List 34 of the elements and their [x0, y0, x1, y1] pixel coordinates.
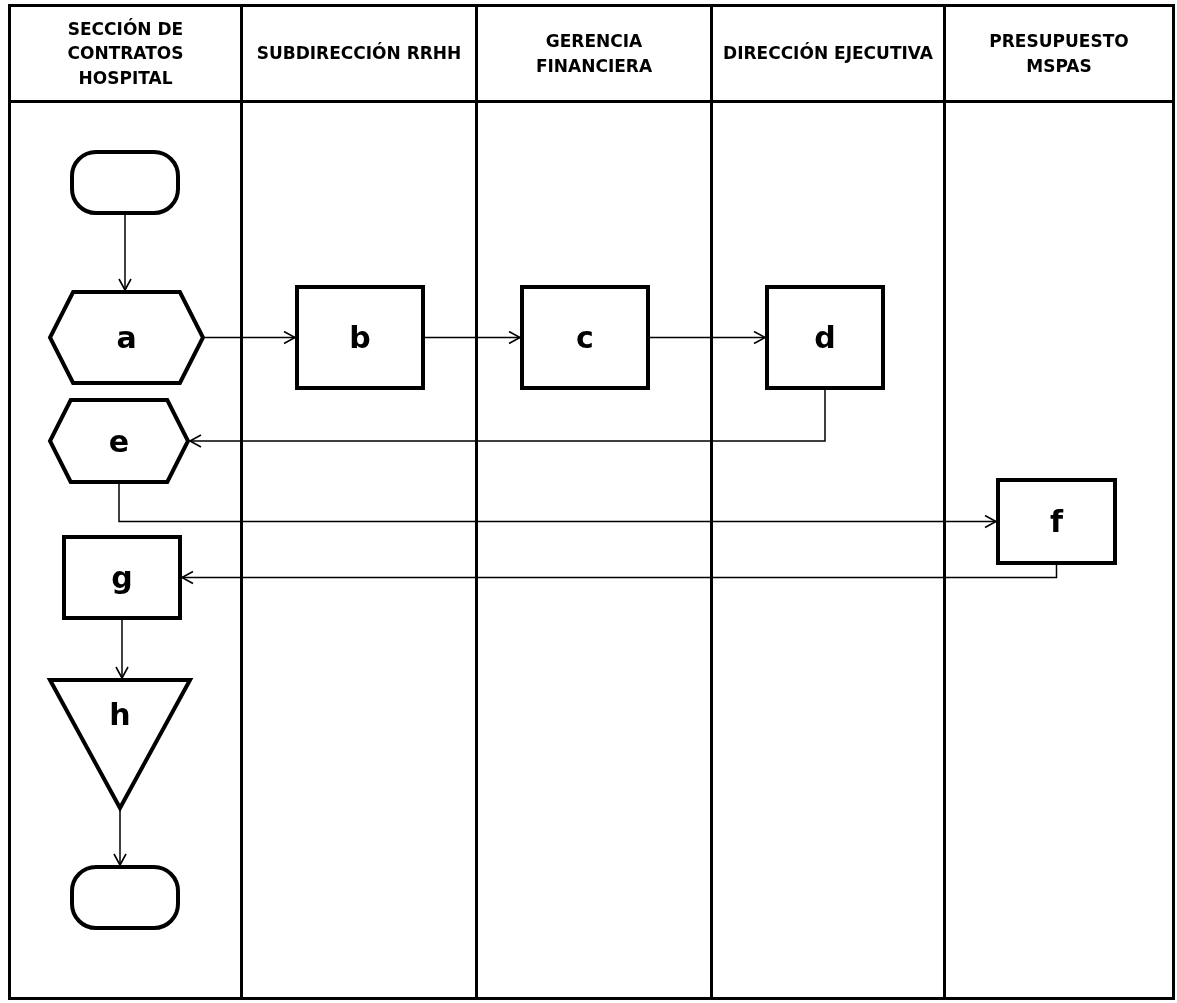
swimlane — [8, 4, 243, 1000]
step-label: c — [576, 320, 594, 355]
process-box — [765, 285, 885, 390]
swimlane — [475, 4, 713, 1000]
terminal-shape — [70, 150, 180, 215]
step-label: a — [116, 320, 137, 355]
terminal-shape — [70, 865, 180, 930]
step-label: f — [1049, 504, 1064, 539]
step-label: e — [108, 423, 130, 459]
process-box — [62, 535, 182, 620]
lane-heading: SECCIÓN DE CONTRATOS HOSPITAL — [11, 7, 240, 103]
swimlane — [240, 4, 478, 1000]
step-label: d — [814, 320, 836, 355]
arrow — [204, 330, 296, 345]
arrow — [424, 330, 521, 345]
arrow — [649, 330, 766, 345]
arrow — [181, 564, 1058, 585]
arrow — [115, 619, 129, 679]
step-label: b — [349, 320, 371, 355]
process-box — [295, 285, 425, 390]
arrow — [118, 483, 997, 529]
arrow — [189, 389, 826, 448]
process-box — [520, 285, 650, 390]
arrow — [118, 214, 132, 291]
step-label: h — [109, 696, 131, 732]
lane-heading: PRESUPUESTO MSPAS — [946, 7, 1172, 103]
lane-heading: GERENCIA FINANCIERA — [478, 7, 710, 103]
swimlane — [710, 4, 946, 1000]
lane-heading: SUBDIRECCIÓN RRHH — [243, 7, 475, 103]
arrow — [113, 809, 127, 866]
lane-heading: DIRECCIÓN EJECUTIVA — [713, 7, 943, 103]
step-label: g — [111, 560, 133, 595]
process-box — [996, 478, 1117, 565]
swimlane — [943, 4, 1175, 1000]
